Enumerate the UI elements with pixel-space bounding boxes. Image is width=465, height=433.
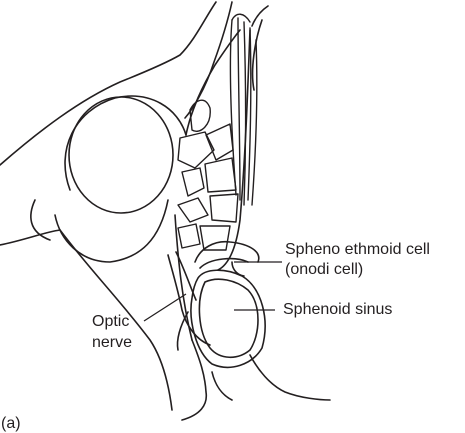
- label-spheno-ethmoid-line2: (onodi cell): [285, 261, 363, 278]
- label-panel: (a): [1, 415, 21, 432]
- label-optic-line1: Optic: [92, 313, 129, 330]
- label-optic-line2: nerve: [92, 334, 132, 351]
- orbit: [55, 96, 192, 410]
- skull-outline: [0, 2, 268, 245]
- label-sphenoid-sinus: Sphenoid sinus: [283, 301, 392, 318]
- leader-optic-nerve: [144, 294, 186, 321]
- label-spheno-ethmoid-line1: Spheno ethmoid cell: [285, 241, 430, 258]
- skull-base: [182, 340, 330, 420]
